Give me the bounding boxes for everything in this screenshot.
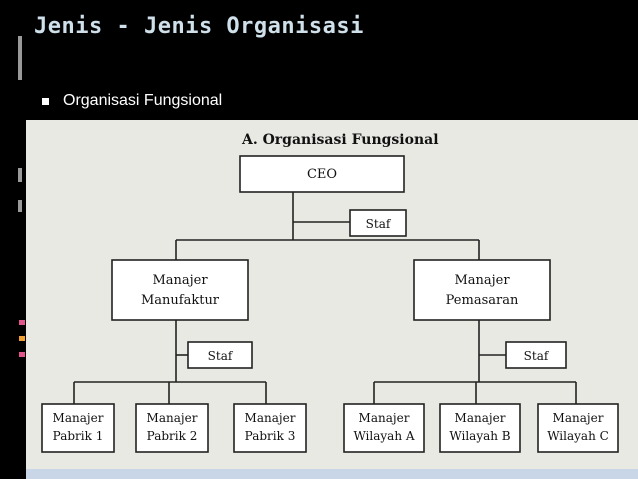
staf-label: Staf [208, 349, 234, 363]
chart-heading: A. Organisasi Fungsional [241, 132, 439, 148]
pemasaran-line2: Pemasaran [446, 293, 519, 308]
connector-lines [73, 192, 577, 404]
pabrik-2-line2: Pabrik 2 [147, 429, 198, 443]
slide-title: Jenis - Jenis Organisasi [34, 14, 364, 39]
wilayah-b-line1: Manajer [455, 411, 506, 425]
pabrik-1-line2: Pabrik 1 [53, 429, 104, 443]
pabrik-1-line1: Manajer [53, 411, 104, 425]
accent-mark [19, 336, 25, 341]
org-chart: A. Organisasi Fungsional CEO Staf Manaje… [41, 132, 619, 453]
wilayah-b-line2: Wilayah B [449, 429, 510, 443]
left-decoration [0, 0, 26, 479]
org-chart-image: A. Organisasi Fungsional CEO Staf Manaje… [26, 120, 638, 469]
accent-mark [19, 352, 25, 357]
staf-label: Staf [524, 349, 550, 363]
sidebar-bar [18, 168, 22, 182]
pabrik-box-1 [41, 403, 115, 453]
wilayah-box-b [439, 403, 521, 453]
pabrik-box-2 [135, 403, 209, 453]
manufaktur-line1: Manajer [152, 273, 208, 288]
staf-label: Staf [366, 217, 392, 231]
sidebar-bar [18, 36, 22, 80]
bottom-strip [26, 469, 638, 479]
wilayah-c-line2: Wilayah C [547, 429, 609, 443]
bullet-item: Organisasi Fungsional [42, 92, 222, 110]
staf-box-right [505, 341, 567, 369]
wilayah-a-line1: Manajer [359, 411, 410, 425]
pemasaran-box [413, 259, 551, 321]
ceo-box [239, 155, 405, 193]
accent-mark [19, 320, 25, 325]
pabrik-2-line1: Manajer [147, 411, 198, 425]
staf-box-left [187, 341, 253, 369]
bullet-text: Organisasi Fungsional [63, 92, 223, 109]
manufaktur-line2: Manufaktur [141, 293, 220, 308]
pabrik-box-3 [233, 403, 307, 453]
pabrik-3-line2: Pabrik 3 [245, 429, 296, 443]
pemasaran-line1: Manajer [454, 273, 510, 288]
sidebar-bar [18, 200, 22, 212]
wilayah-box-c [537, 403, 619, 453]
wilayah-a-line2: Wilayah A [353, 429, 414, 443]
wilayah-c-line1: Manajer [553, 411, 604, 425]
wilayah-box-a [343, 403, 425, 453]
manufaktur-box [111, 259, 249, 321]
bullet-square-icon [42, 97, 49, 105]
pabrik-3-line1: Manajer [245, 411, 296, 425]
staf-box-top [349, 209, 407, 237]
ceo-label: CEO [307, 167, 337, 182]
